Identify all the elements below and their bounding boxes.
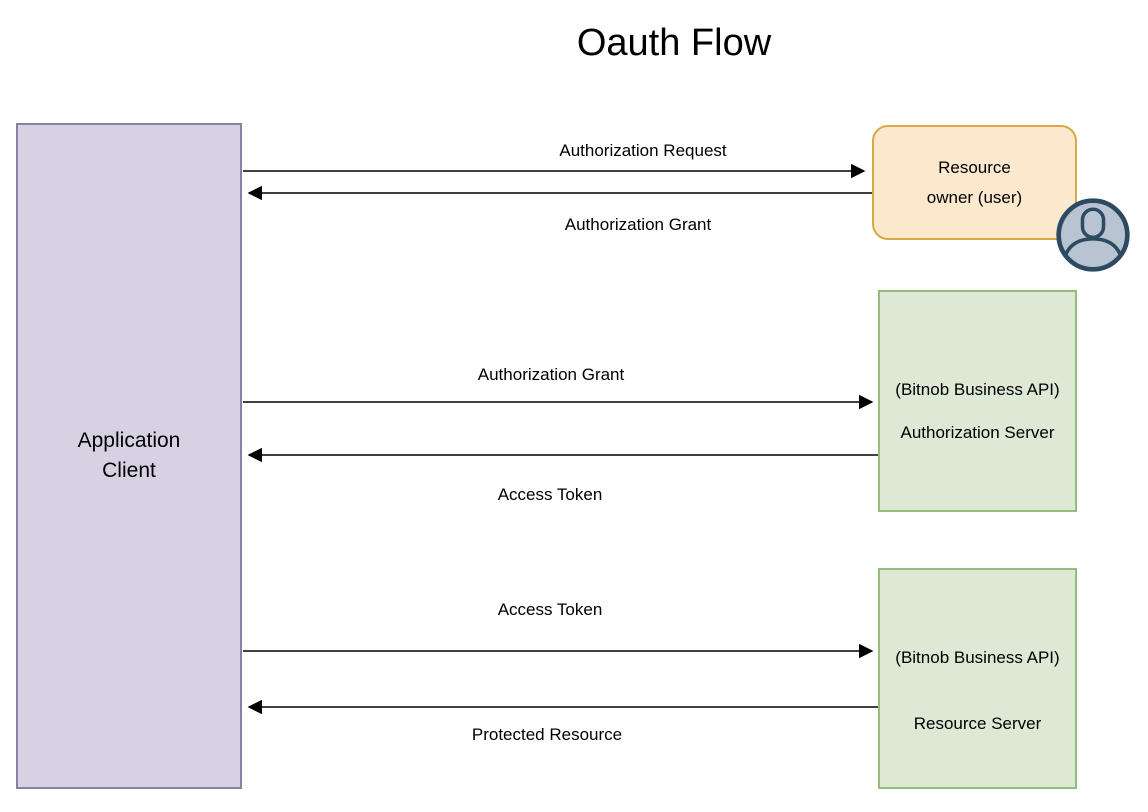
flow-label-authorization-grant-mid: Authorization Grant [477,365,625,384]
authorization-server-label-line1: (Bitnob Business API) [895,380,1060,399]
flow-label-access-token-mid: Access Token [497,485,603,504]
authorization-server-node: (Bitnob Business API) Authorization Serv… [878,290,1077,512]
resource-owner-label-line2: owner (user) [926,187,1023,207]
flow-label-protected-resource: Protected Resource [471,725,623,744]
resource-server-label-line2: Resource Server [913,714,1042,733]
resource-owner-label: Resource owner (user) [927,153,1022,213]
resource-server-label-line1: (Bitnob Business API) [895,648,1060,667]
flow-label-authorization-grant-top: Authorization Grant [564,215,712,234]
application-client-node: Application Client [16,123,242,789]
application-client-label-line2: Client [102,459,156,482]
application-client-label-line1: Application [77,429,181,452]
user-icon [1056,198,1130,272]
resource-owner-node: Resource owner (user) [872,125,1077,240]
resource-owner-label-line1: Resource [938,157,1011,177]
authorization-server-label-line2: Authorization Server [900,423,1055,442]
resource-server-node: (Bitnob Business API) Resource Server [878,568,1077,789]
flow-label-authorization-request: Authorization Request [559,141,727,160]
application-client-label: Application Client [78,426,181,486]
diagram-title: Oauth Flow [576,22,772,64]
flow-label-access-token-bottom: Access Token [497,600,603,619]
